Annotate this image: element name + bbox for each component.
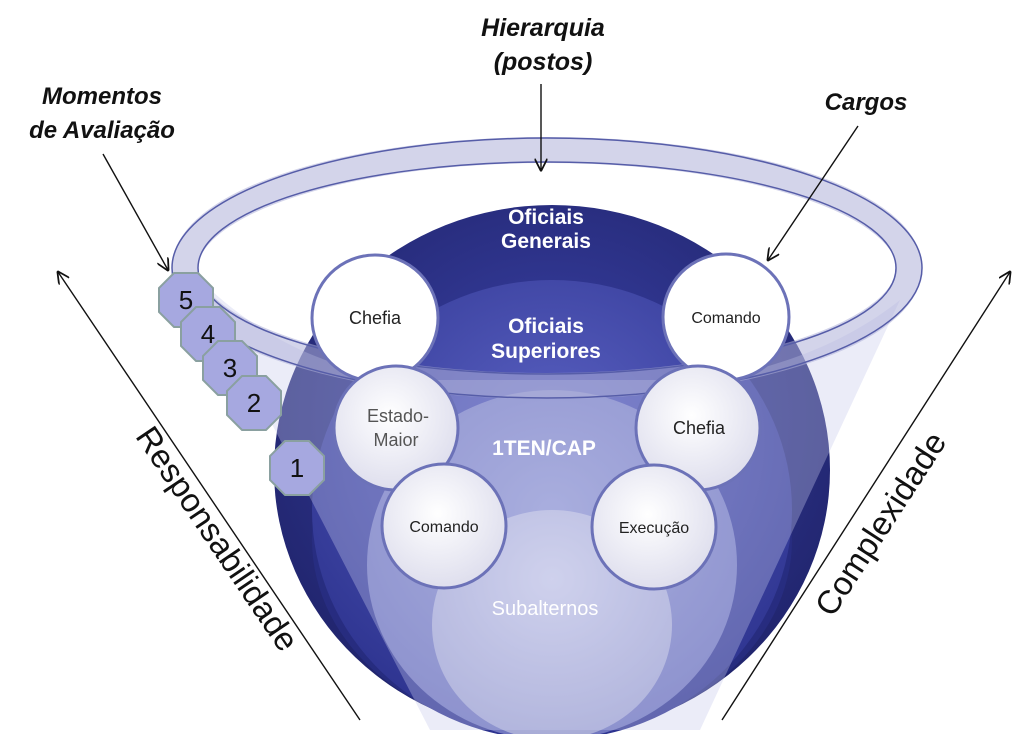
axis-responsabilidade-arrow: [58, 272, 361, 721]
tier-oficiais-superiores-line1: Oficiais: [508, 315, 584, 338]
role-execucao-label: Execução: [619, 520, 689, 537]
moment-1: 1: [269, 440, 325, 496]
label-hierarquia-line2: (postos): [494, 48, 593, 76]
tier-oficiais-superiores-line2: Superiores: [491, 340, 601, 363]
moment-1-label: 1: [290, 453, 304, 483]
moment-2-label: 2: [247, 388, 261, 418]
tier-ten-cap: 1TEN/CAP: [492, 437, 596, 460]
label-hierarquia-line1: Hierarquia: [481, 14, 605, 42]
role-estado-maior-line2: Maior: [373, 430, 418, 450]
moment-2: 2: [226, 375, 282, 431]
tier-oficiais-generais-line1: Oficiais: [508, 206, 584, 229]
role-circle-execucao: Execução: [590, 463, 718, 591]
tier-oficiais-generais-line2: Generais: [501, 230, 591, 253]
label-momentos-line1: Momentos: [42, 83, 162, 110]
role-chefia-mid-label: Chefia: [673, 418, 726, 438]
role-circle-comando-top: Comando: [661, 252, 791, 382]
tier-subalternos: Subalternos: [492, 598, 599, 620]
arrow-momentos: [102, 153, 168, 270]
role-chefia-top-label: Chefia: [349, 308, 402, 328]
cargos-ring-outer: [172, 137, 922, 399]
role-estado-maior-line1: Estado-: [367, 406, 429, 426]
role-comando-top-label: Comando: [691, 310, 760, 327]
role-circle-chefia-mid: Chefia: [634, 364, 762, 492]
cargos-ring-border-outer: [171, 137, 923, 399]
moment-5-label: 5: [179, 285, 193, 315]
label-cargos: Cargos: [825, 89, 908, 116]
moment-3-label: 3: [223, 353, 237, 383]
role-circle-chefia-top: Chefia: [310, 253, 440, 383]
moment-octagons: 5 4 3 2 1: [158, 272, 325, 496]
role-comando-low-label: Comando: [409, 519, 478, 536]
axis-complexidade-arrow: [721, 272, 1010, 721]
role-circle-comando-low: Comando: [380, 462, 508, 590]
label-momentos-line2: de Avaliação: [29, 117, 175, 144]
arrow-cargos: [768, 125, 859, 260]
moment-4-label: 4: [201, 319, 215, 349]
